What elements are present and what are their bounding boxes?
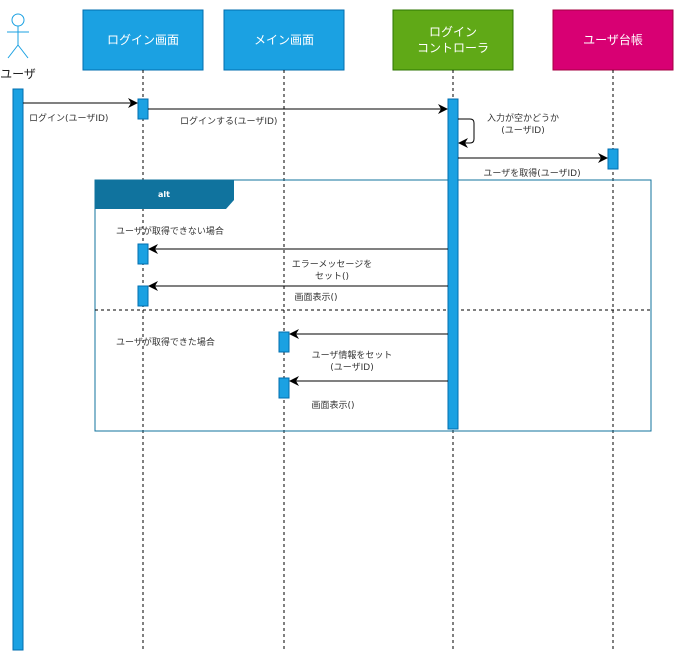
message-label: 画面表示()	[311, 399, 354, 411]
alt-fragment-frame	[94, 179, 652, 432]
message-label: ログインする(ユーザID)	[180, 115, 277, 127]
alt-guard-1: ユーザが取得できない場合	[116, 225, 224, 237]
message-get-user: ユーザを取得(ユーザID)	[458, 153, 608, 179]
alt-fragment: alt ユーザが取得できない場合 ユーザが取得できた場合	[94, 179, 652, 432]
message-label-line1: 入力が空かどうか	[487, 112, 559, 124]
activation-user-ledger	[607, 148, 619, 170]
message-label-line1: エラーメッセージを	[292, 259, 372, 270]
activation-login-screen-1	[137, 98, 149, 120]
message-self-check: 入力が空かどうか (ユーザID)	[458, 112, 559, 148]
activation-user	[12, 88, 24, 651]
message-show-login: 画面表示()	[148, 281, 448, 303]
participant-label: ログイン画面	[107, 33, 179, 47]
alt-fragment-label: alt	[158, 190, 170, 199]
actor-leg-left	[7, 44, 19, 59]
activation-login-screen-2	[137, 243, 149, 265]
activation-login-controller	[447, 98, 459, 430]
message-label-line2: (ユーザID)	[330, 362, 373, 373]
activation-main-screen-1	[278, 331, 290, 353]
message-label-line2: (ユーザID)	[501, 125, 544, 136]
participant-box	[552, 9, 674, 71]
message-arrow	[458, 118, 475, 148]
message-set-error: エラーメッセージを セット()	[148, 244, 448, 282]
participant-label: ユーザ台帳	[583, 32, 643, 47]
message-label-line1: ユーザ情報をセット	[312, 349, 393, 361]
message-label: 画面表示()	[294, 291, 337, 303]
message-show-main: 画面表示()	[289, 376, 448, 411]
message-login: ログイン(ユーザID)	[23, 98, 138, 124]
participant-box	[392, 9, 514, 71]
actor-user: ユーザ	[0, 13, 36, 81]
alt-guard-2: ユーザが取得できた場合	[116, 336, 215, 348]
participant-label-line2: コントローラ	[417, 41, 489, 55]
message-label-line2: セット()	[315, 271, 349, 282]
actor-leg-right	[17, 44, 29, 59]
message-set-user-info: ユーザ情報をセット (ユーザID)	[289, 329, 448, 373]
participant-box	[82, 9, 204, 71]
message-label: ログイン(ユーザID)	[29, 112, 108, 124]
message-do-login: ログインする(ユーザID)	[148, 104, 448, 127]
participant-label: メイン画面	[254, 33, 314, 47]
participant-login-controller: ログイン コントローラ	[392, 9, 514, 71]
participant-user-ledger: ユーザ台帳	[552, 9, 674, 71]
message-label: ユーザを取得(ユーザID)	[483, 167, 580, 179]
activation-login-screen-3	[137, 285, 149, 307]
activation-main-screen-2	[278, 377, 290, 399]
participant-box	[223, 9, 345, 71]
actor-head-icon	[11, 13, 25, 27]
participant-label-line1: ログイン	[429, 25, 477, 39]
participant-login-screen: ログイン画面	[82, 9, 204, 71]
actor-label: ユーザ	[0, 67, 36, 81]
participant-main-screen: メイン画面	[223, 9, 345, 71]
alt-fragment-tab	[95, 180, 234, 209]
